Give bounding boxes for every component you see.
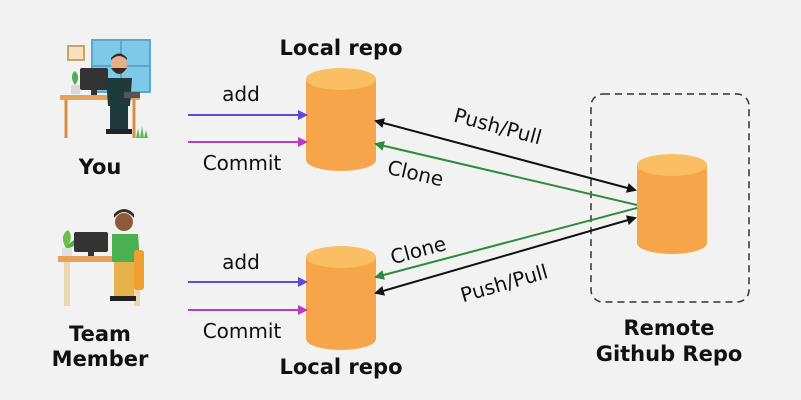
remote-repo-cylinder — [637, 154, 707, 254]
local-repo-bottom-cylinder — [306, 246, 376, 350]
commit-label-bottom: Commit — [203, 319, 282, 343]
clone-label-top: Clone — [385, 155, 446, 191]
team-member-label-line2: Member — [52, 347, 149, 371]
local-repo-top-label: Local repo — [280, 36, 403, 60]
remote-repo-boundary — [590, 93, 750, 303]
team-member-label-line1: Team — [69, 322, 131, 346]
add-label-bottom: add — [222, 250, 260, 274]
local-repo-top-cylinder — [306, 68, 376, 171]
you-label: You — [78, 155, 122, 179]
remote-repo-label-line2: Github Repo — [596, 342, 743, 366]
remote-repo-label-line1: Remote — [623, 316, 714, 340]
team-member-illustration — [58, 209, 144, 306]
push-pull-arrow-top — [374, 118, 637, 193]
you-illustration — [60, 39, 151, 138]
clone-label-bottom: Clone — [388, 231, 449, 269]
clone-arrow-top — [374, 140, 638, 206]
add-label-top: add — [222, 82, 260, 106]
commit-label-top: Commit — [203, 151, 282, 175]
push-pull-arrow-bottom — [374, 215, 637, 296]
push-pull-label-top: Push/Pull — [451, 103, 544, 149]
push-pull-label-bottom: Push/Pull — [458, 259, 551, 307]
local-repo-bottom-label: Local repo — [280, 355, 403, 379]
